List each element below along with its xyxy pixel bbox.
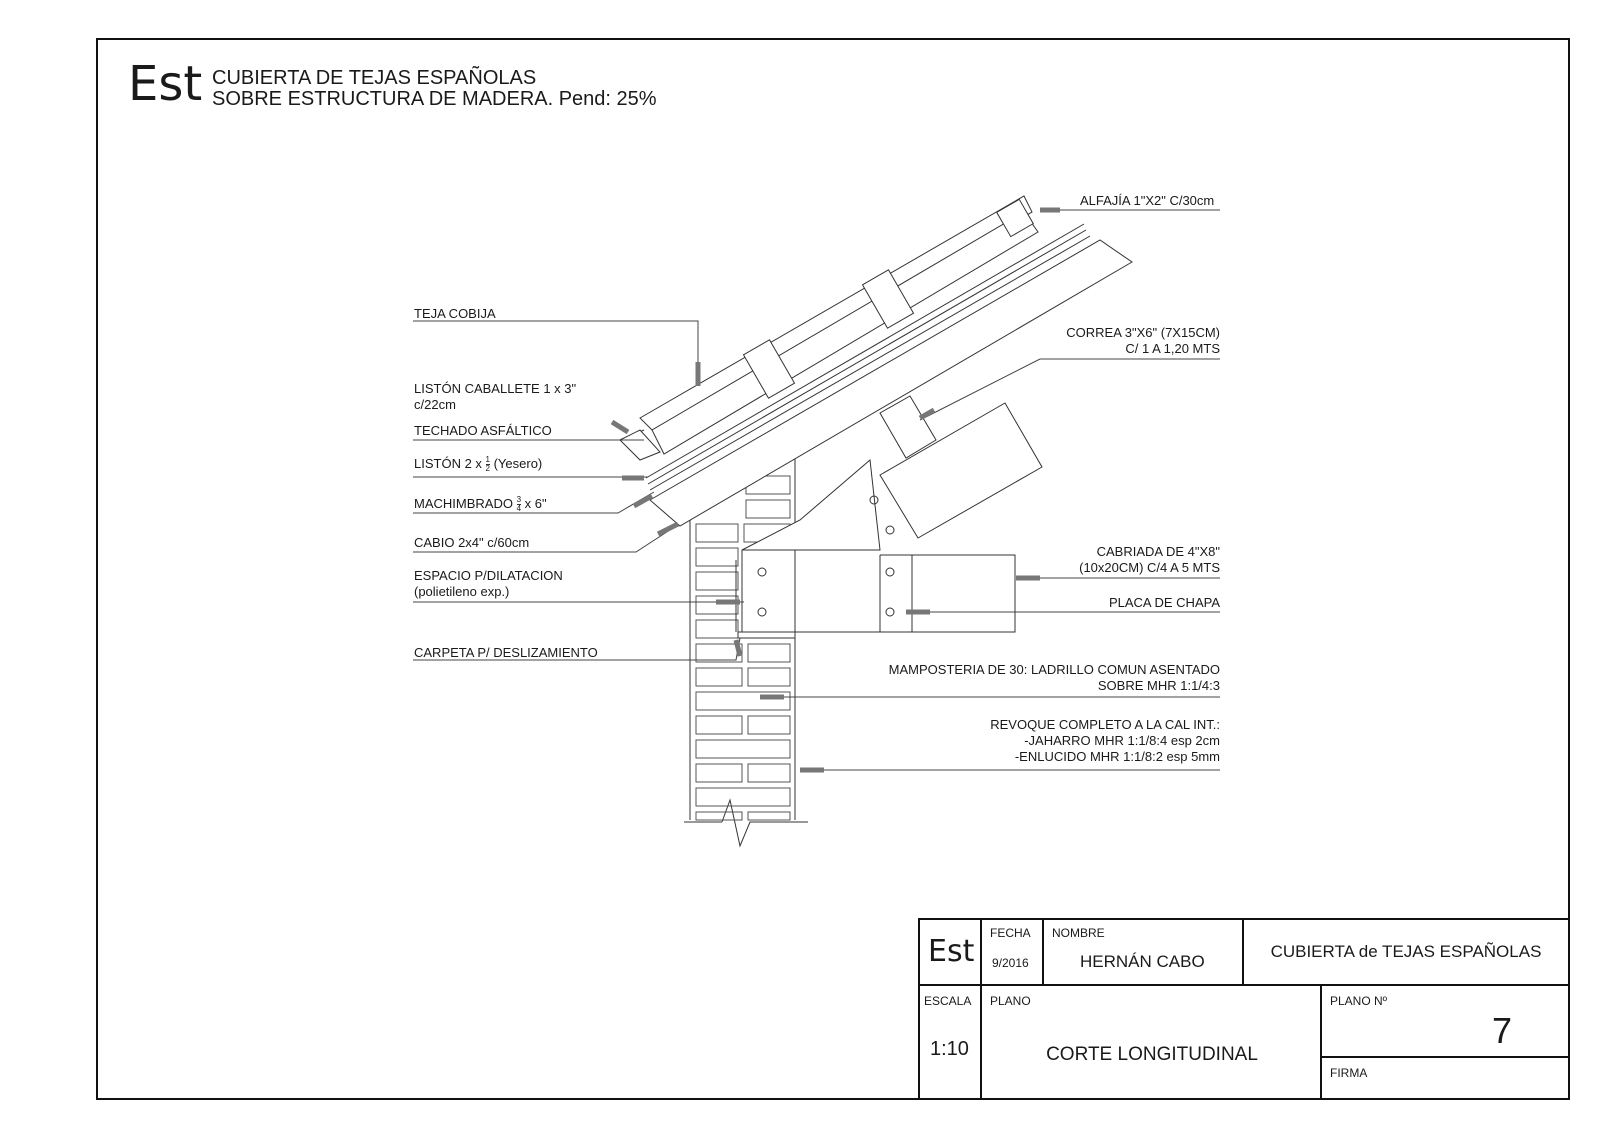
purlin (879, 395, 937, 459)
tb-nombre-label: NOMBRE (1052, 926, 1105, 940)
fraction-numerator: 3 (516, 495, 522, 506)
rafter (649, 239, 1133, 527)
asphalt-roofing (647, 229, 1087, 485)
tb-escala-cell: ESCALA 1:10 (918, 984, 982, 1100)
label-correa-line2: C/ 1 A 1,20 MTS (1125, 341, 1220, 356)
label-mamposteria: MAMPOSTERIA DE 30: LADRILLO COMUN ASENTA… (820, 662, 1220, 694)
label-revoque-line1: REVOQUE COMPLETO A LA CAL INT.: (990, 717, 1220, 732)
header-title-line2: SOBRE ESTRUCTURA DE MADERA. Pend: 25% (212, 88, 657, 110)
label-alfajia: ALFAJÍA 1"X2" C/30cm (1080, 193, 1215, 208)
truss-beam (735, 402, 1043, 633)
tb-fecha-value: 9/2016 (992, 956, 1029, 970)
label-correa: CORREA 3"X6" (7X15CM) C/ 1 A 1,20 MTS (1020, 325, 1220, 357)
header-title-line1: CUBIERTA DE TEJAS ESPAÑOLAS (212, 67, 537, 89)
tb-code: Est (928, 934, 975, 969)
label-correa-line1: CORREA 3"X6" (7X15CM) (1066, 325, 1220, 340)
tb-nombre-cell: NOMBRE HERNÁN CABO (1042, 918, 1244, 986)
label-teja-cobija: TEJA COBIJA (414, 306, 496, 321)
tile-lower (651, 211, 1039, 455)
bolt-hole (869, 495, 879, 505)
label-liston-yesero-suffix: (Yesero) (489, 456, 543, 471)
header-title: CUBIERTA DE TEJAS ESPAÑOLAS SOBRE ESTRUC… (212, 68, 657, 110)
tb-firma-cell: FIRMA (1320, 1056, 1570, 1100)
label-cabriada-line2: (10x20CM) C/4 A 5 MTS (1079, 560, 1220, 575)
tb-fecha-cell: FECHA 9/2016 (980, 918, 1044, 986)
fraction-numerator: 1 (485, 455, 490, 466)
tb-escala-value: 1:10 (930, 1038, 969, 1060)
tb-fecha-label: FECHA (990, 926, 1031, 940)
batten (861, 269, 915, 329)
label-mamposteria-line2: SOBRE MHR 1:1/4:3 (1097, 678, 1220, 693)
tb-plano-cell: PLANO CORTE LONGITUDINAL (980, 984, 1322, 1100)
label-revoque: REVOQUE COMPLETO A LA CAL INT.: -JAHARRO… (920, 717, 1220, 765)
label-placa: PLACA DE CHAPA (1108, 595, 1220, 610)
tb-plano-label: PLANO (990, 994, 1031, 1008)
label-espacio-line2: (polietileno exp.) (414, 584, 510, 599)
sliding-layer (737, 631, 796, 639)
label-revoque-line2: -JAHARRO MHR 1:1/8:4 esp 2cm (1024, 733, 1220, 748)
bolt-hole (757, 567, 767, 577)
label-liston-caballete: LISTÓN CABALLETE 1 x 3" c/22cm (414, 381, 576, 413)
tb-project-cell: CUBIERTA de TEJAS ESPAÑOLAS (1242, 918, 1570, 986)
tb-plano-no-cell: PLANO Nº 7 (1320, 984, 1570, 1058)
fraction-denominator: 4 (516, 504, 522, 514)
label-cabio: CABIO 2x4" c/60cm (414, 535, 530, 550)
batten (996, 198, 1034, 238)
label-machimbrado-text: MACHIMBRADO (414, 496, 517, 511)
label-machimbrado-suffix: x 6" (521, 496, 547, 511)
label-liston-caballete-line1: LISTÓN CABALLETE 1 x 3" (414, 381, 577, 396)
drawing-sheet-frame (96, 38, 1570, 1100)
label-liston-yesero-text: LISTÓN 2 x (414, 456, 486, 471)
label-techado-asfaltico: TECHADO ASFÁLTICO (414, 423, 552, 438)
batten (742, 339, 796, 399)
tb-firma-label: FIRMA (1330, 1066, 1368, 1080)
tb-nombre-value: HERNÁN CABO (1080, 952, 1205, 971)
label-cabriada: CABRIADA DE 4"X8" (10x20CM) C/4 A 5 MTS (1020, 544, 1220, 576)
bolt-hole (885, 607, 895, 617)
tile-upper (639, 195, 1033, 431)
bolt-hole (885, 525, 895, 535)
tongue-and-groove-board (649, 235, 1091, 491)
label-liston-caballete-line2: c/22cm (414, 397, 456, 412)
tb-code-cell: Est (918, 918, 982, 986)
label-mamposteria-line1: MAMPOSTERIA DE 30: LADRILLO COMUN ASENTA… (888, 662, 1220, 677)
brick-wall (684, 458, 808, 848)
tb-escala-label: ESCALA (924, 994, 972, 1008)
tb-plano-no-value: 7 (1492, 1010, 1513, 1051)
fraction-denominator: 2 (485, 464, 490, 474)
header-code: Est (128, 56, 203, 112)
roof-layers (619, 195, 1133, 527)
tb-plano-no-label: PLANO Nº (1330, 994, 1388, 1008)
bolt-hole (885, 567, 895, 577)
wall-break-symbol (721, 798, 808, 848)
label-espacio-line1: ESPACIO P/DILATACION (414, 568, 563, 583)
tb-project: CUBIERTA de TEJAS ESPAÑOLAS (1270, 942, 1542, 961)
title-block: Est FECHA 9/2016 NOMBRE HERNÁN CABO CUBI… (918, 918, 1570, 1100)
leader-markers (610, 207, 1060, 773)
label-cabriada-line1: CABRIADA DE 4"X8" (1096, 544, 1220, 559)
label-revoque-line3: -ENLUCIDO MHR 1:1/8:2 esp 5mm (1014, 749, 1220, 764)
label-carpeta: CARPETA P/ DESLIZAMIENTO (414, 645, 598, 660)
tb-plano-value: CORTE LONGITUDINAL (1046, 1044, 1258, 1065)
bolt-hole (757, 607, 767, 617)
label-espacio-dilatacion: ESPACIO P/DILATACION (polietileno exp.) (414, 568, 563, 600)
